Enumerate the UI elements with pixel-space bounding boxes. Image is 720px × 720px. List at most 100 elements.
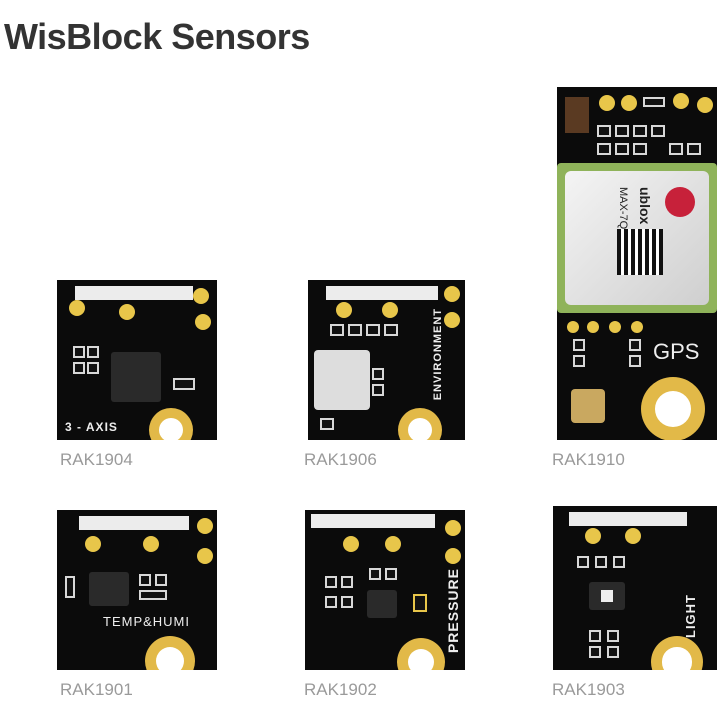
smd-component (372, 368, 384, 380)
smd-component (73, 346, 85, 358)
smd-component (413, 594, 427, 612)
smd-component (385, 568, 397, 580)
smd-component (595, 556, 607, 568)
gold-pad (382, 302, 398, 318)
gold-pad (445, 520, 461, 536)
smd-component (139, 590, 167, 600)
gold-pad (599, 95, 615, 111)
smd-component (607, 646, 619, 658)
temp-humidity-sensor-chip (89, 572, 129, 606)
smd-component (73, 362, 85, 374)
smd-component (597, 125, 611, 137)
gold-pad (197, 548, 213, 564)
board-silk-label: PRESSURE (445, 568, 461, 654)
mounting-hole (398, 408, 442, 440)
board-silk-label: 3 - AXIS (65, 420, 118, 434)
smd-component (633, 125, 647, 137)
smd-component (615, 125, 629, 137)
smd-component (565, 97, 589, 133)
smd-component (369, 568, 381, 580)
gold-pad (143, 536, 159, 552)
smd-component (573, 355, 585, 367)
smd-component (65, 576, 75, 598)
module-caption: RAK1901 (60, 680, 133, 699)
gold-pad (336, 302, 352, 318)
sensor-board-rak1910: ublox MAX-7Q-0-000 GPS (557, 87, 717, 440)
gold-pad (587, 321, 599, 333)
gold-pad (444, 312, 460, 328)
mounting-hole (397, 638, 445, 670)
smd-component (589, 646, 601, 658)
ublox-logo-icon (665, 187, 695, 217)
smd-component (613, 556, 625, 568)
smd-component (87, 346, 99, 358)
board-silk-strip (326, 286, 438, 300)
smd-component (384, 324, 398, 336)
pressure-sensor-chip (367, 590, 397, 618)
smd-component (589, 630, 601, 642)
smd-component (341, 596, 353, 608)
gold-pad (385, 536, 401, 552)
antenna-connector (571, 389, 605, 423)
board-silk-label: GPS (653, 339, 700, 364)
board-silk-strip (311, 514, 435, 528)
gold-pad (195, 314, 211, 330)
smd-component (87, 362, 99, 374)
smd-component (629, 339, 641, 351)
board-silk-label: ENVIRONMENT (432, 308, 444, 401)
smd-component (651, 125, 665, 137)
smd-component (643, 97, 665, 107)
board-silk-label: LIGHT (683, 594, 698, 638)
gold-pad (197, 518, 213, 534)
sensor-board-rak1902: PRESSURE (305, 510, 465, 670)
gold-pad (119, 304, 135, 320)
sensor-board-rak1904: 3 - AXIS (57, 280, 217, 440)
gold-pad (631, 321, 643, 333)
smd-component (366, 324, 380, 336)
smd-component (325, 576, 337, 588)
mounting-hole (641, 377, 705, 440)
module-caption: RAK1910 (552, 450, 625, 469)
module-caption: RAK1903 (552, 680, 625, 699)
board-silk-strip (79, 516, 189, 530)
board-silk-strip (75, 286, 193, 300)
gold-pad (585, 528, 601, 544)
smd-component (320, 418, 334, 430)
sensor-board-rak1906: ENVIRONMENT (308, 280, 465, 440)
smd-component (629, 355, 641, 367)
gold-pad (697, 97, 713, 113)
mounting-hole (145, 636, 195, 670)
light-sensor-window (601, 590, 613, 602)
smd-component (330, 324, 344, 336)
smd-component (341, 576, 353, 588)
module-caption: RAK1902 (304, 680, 377, 699)
smd-component (615, 143, 629, 155)
smd-component (155, 574, 167, 586)
sensor-board-rak1901: TEMP&HUMI (57, 510, 217, 670)
smd-component (173, 378, 195, 390)
smd-component (573, 339, 585, 351)
smd-component (577, 556, 589, 568)
board-silk-label: TEMP&HUMI (103, 614, 190, 629)
sensor-board-rak1903: LIGHT (553, 506, 717, 670)
gold-pad (609, 321, 621, 333)
gold-pad (85, 536, 101, 552)
mounting-hole (149, 408, 193, 440)
gold-pad (69, 300, 85, 316)
smd-component (687, 143, 701, 155)
gold-pad (567, 321, 579, 333)
gold-pad (343, 536, 359, 552)
smd-component (597, 143, 611, 155)
gps-module: ublox MAX-7Q-0-000 (557, 163, 717, 313)
smd-component (325, 596, 337, 608)
gold-pad (445, 548, 461, 564)
accelerometer-chip (111, 352, 161, 402)
gold-pad (673, 93, 689, 109)
smd-component (139, 574, 151, 586)
gold-pad (193, 288, 209, 304)
smd-component (633, 143, 647, 155)
board-silk-strip (569, 512, 687, 526)
smd-component (607, 630, 619, 642)
module-caption: RAK1904 (60, 450, 133, 469)
smd-component (348, 324, 362, 336)
